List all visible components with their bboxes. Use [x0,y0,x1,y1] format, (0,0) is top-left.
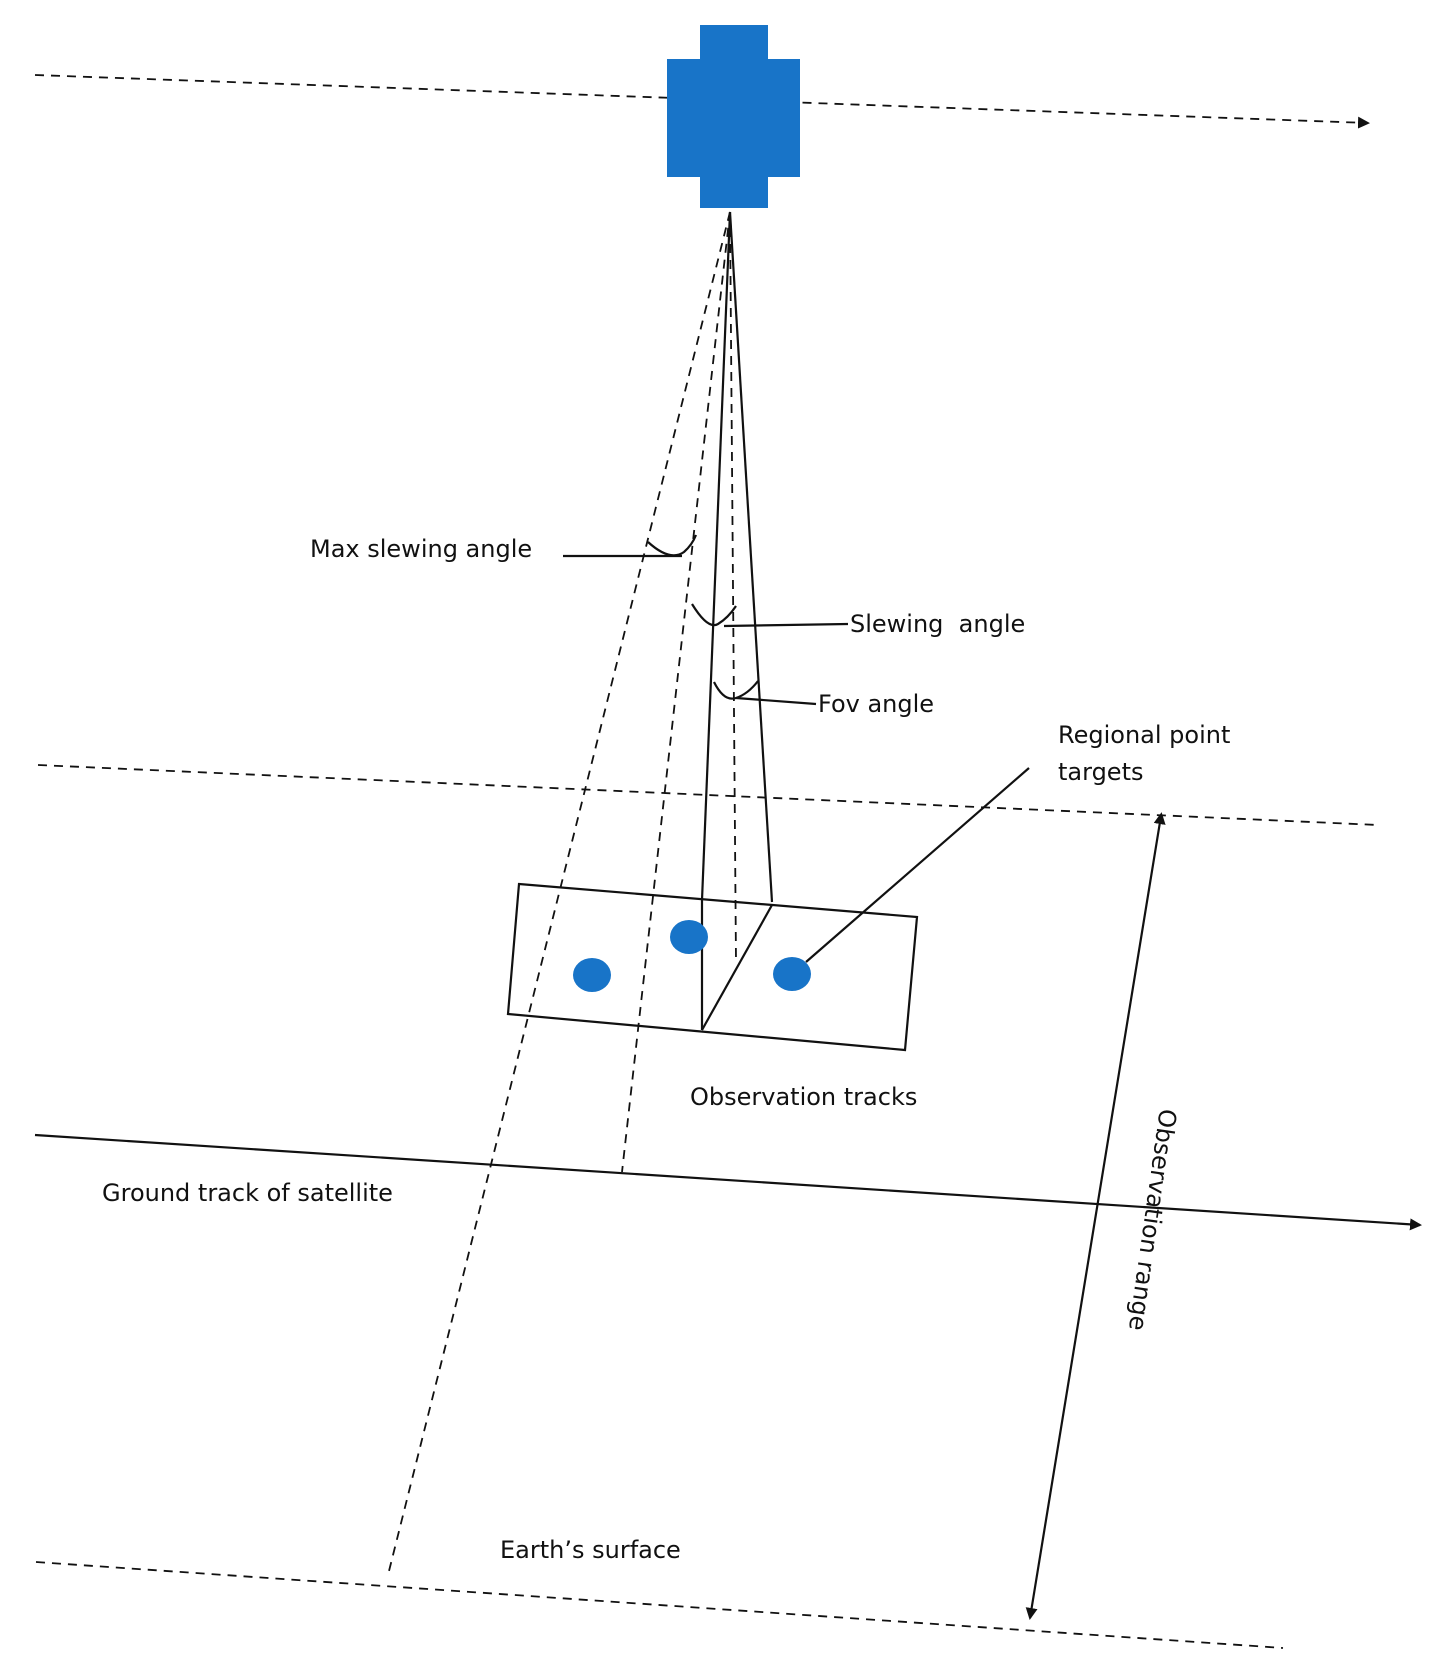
earths-surface-label: Earth’s surface [500,1536,681,1564]
observation-range-arrow [1025,812,1166,1620]
target-point-icon [573,958,611,992]
observation-track-diagonal [701,904,773,1031]
fov-right-line [728,211,774,903]
target-point-icon [670,920,708,954]
observation-tracks-label: Observation tracks [690,1083,917,1111]
fov-angle-leader [735,696,817,706]
satellite-icon [667,25,800,208]
observation-range-lower-boundary [35,1561,1284,1649]
slewing-angle-bracket [691,603,737,627]
ground-track-line [34,1133,1422,1231]
orbit-line [34,74,1370,129]
view-axis-dashed-line [729,211,737,963]
slewing-angle-label: Slewing angle [850,610,1025,638]
max-slewing-angle-label: Max slewing angle [310,535,532,563]
regional-targets-label-line2: targets [1058,758,1143,786]
max-slewing-angle-bracket [647,534,698,557]
fov-angle-label: Fov angle [818,690,934,718]
nadir-dashed-line [621,211,731,1173]
slewing-angle-leader [723,622,849,628]
max-slewing-line [387,211,731,1576]
regional-targets-label-line1: Regional point [1058,721,1230,749]
fov-angle-bracket [713,680,759,700]
target-point-icon [773,957,811,991]
ground-track-label: Ground track of satellite [102,1179,393,1207]
regional-targets-leader [805,767,1030,963]
observation-range-label: Observation range [1123,1107,1182,1332]
fov-left-line [700,211,732,901]
observation-track-rectangle [506,882,919,1052]
